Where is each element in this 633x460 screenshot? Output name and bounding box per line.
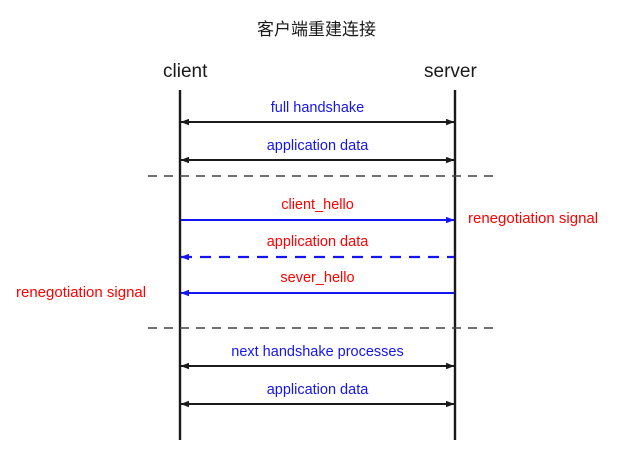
message-label-application-data-middle: application data — [266, 234, 369, 250]
message-label-application-data-top: application data — [266, 138, 369, 154]
annotation-renegotiation-signal-left: renegotiation signal — [16, 284, 147, 301]
message-label-application-data-bottom: application data — [266, 382, 369, 398]
message-label-next-handshake-processes: next handshake processes — [231, 344, 404, 360]
message-label-client-hello: client_hello — [281, 197, 354, 213]
annotation-renegotiation-signal-right: renegotiation signal — [468, 210, 599, 227]
message-label-sever-hello: sever_hello — [280, 270, 355, 286]
lifeline-label-server: server — [424, 61, 477, 82]
message-label-full-handshake: full handshake — [270, 100, 365, 116]
page-title: 客户端重建连接 — [257, 20, 376, 40]
lifeline-label-client: client — [163, 61, 208, 82]
